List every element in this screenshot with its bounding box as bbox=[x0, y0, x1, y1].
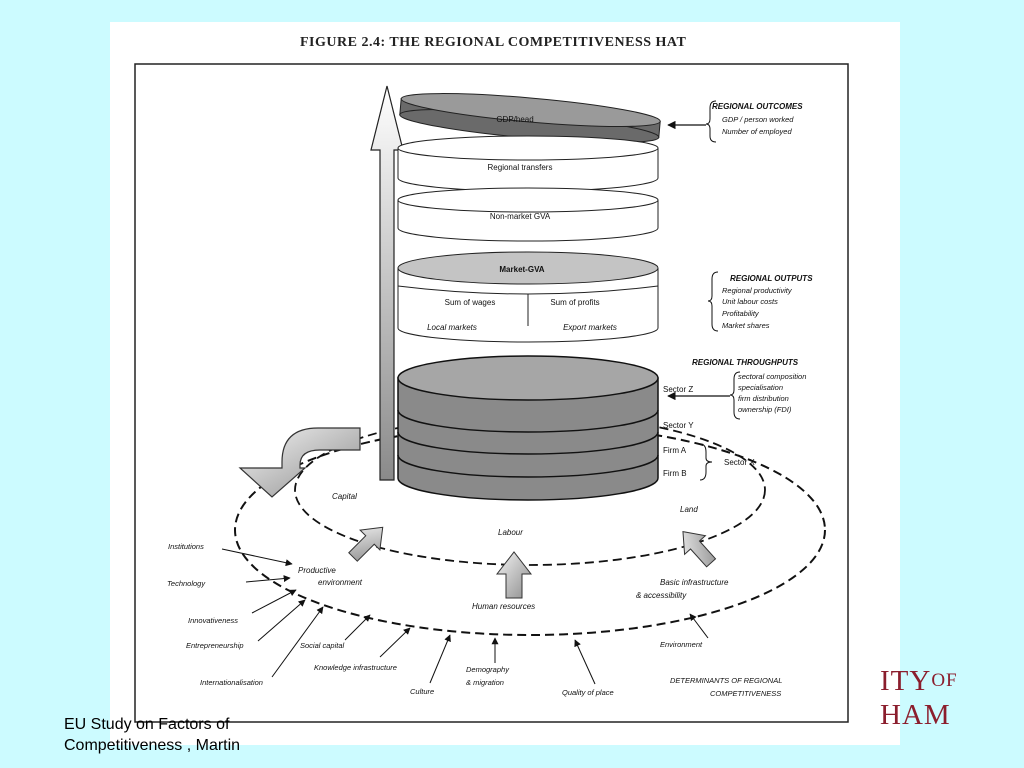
human-resources-label: Human resources bbox=[472, 602, 535, 611]
land-arrow bbox=[682, 531, 717, 568]
entrepreneurship-label: Entrepreneurship bbox=[186, 641, 244, 650]
footer-line-1: DETERMINANTS OF REGIONAL bbox=[670, 676, 782, 685]
export-markets-label: Export markets bbox=[563, 323, 617, 332]
outputs-item-2: Unit labour costs bbox=[722, 297, 778, 306]
labour-label: Labour bbox=[498, 528, 523, 537]
labour-arrow bbox=[495, 551, 533, 599]
caption-line-2: Competitiveness , Martin bbox=[64, 737, 241, 754]
productive-label-1: Productive bbox=[298, 566, 336, 575]
market-disc bbox=[397, 251, 659, 343]
figure-frame bbox=[134, 63, 849, 723]
throughputs-heading: REGIONAL THROUGHPUTS bbox=[692, 358, 799, 367]
productive-label-2: environment bbox=[318, 578, 363, 587]
outcomes-item-1: GDP / person worked bbox=[722, 115, 794, 124]
capital-label: Capital bbox=[332, 492, 357, 501]
local-markets-label: Local markets bbox=[427, 323, 477, 332]
logo-line-1-sup: OF bbox=[931, 670, 958, 691]
transfers-label: Regional transfers bbox=[488, 163, 553, 172]
land-label: Land bbox=[680, 505, 698, 514]
infrastructure-label-1: Basic infrastructure bbox=[660, 578, 729, 587]
culture-label: Culture bbox=[410, 687, 434, 696]
capital-arrow bbox=[348, 526, 384, 562]
sector-x-label: Sector X bbox=[724, 458, 755, 467]
profits-label: Sum of profits bbox=[550, 298, 599, 307]
institutions-label: Institutions bbox=[168, 542, 204, 551]
gdp-label: GDP/head bbox=[496, 115, 533, 124]
technology-label: Technology bbox=[167, 579, 206, 588]
outputs-item-4: Market shares bbox=[722, 321, 770, 330]
innovativeness-label: Innovativeness bbox=[188, 616, 238, 625]
sector-y-label: Sector Y bbox=[663, 421, 694, 430]
sector-x-brace bbox=[699, 443, 713, 481]
transfers-disc bbox=[397, 135, 659, 192]
outcomes-item-2: Number of employed bbox=[722, 127, 792, 136]
environment-label: Environment bbox=[660, 640, 703, 649]
sector-stack bbox=[397, 355, 659, 501]
infrastructure-label-2: & accessibility bbox=[636, 591, 687, 600]
throughputs-item-2: specialisation bbox=[738, 383, 783, 392]
internationalisation-label: Internationalisation bbox=[200, 678, 263, 687]
outputs-item-1: Regional productivity bbox=[722, 286, 793, 295]
throughputs-item-1: sectoral composition bbox=[738, 372, 806, 381]
inner-ring bbox=[294, 414, 766, 566]
outputs-heading: REGIONAL OUTPUTS bbox=[730, 274, 813, 283]
determinant-arrows bbox=[221, 548, 709, 685]
market-gva-label: Market-GVA bbox=[499, 265, 544, 274]
upward-arrow bbox=[370, 85, 404, 481]
non-market-disc bbox=[397, 187, 659, 242]
firm-a-label: Firm A bbox=[663, 446, 687, 455]
quality-label: Quality of place bbox=[562, 688, 614, 697]
throughputs-brace bbox=[729, 371, 741, 420]
outputs-item-3: Profitability bbox=[722, 309, 760, 318]
knowledge-label: Knowledge infrastructure bbox=[314, 663, 397, 672]
outcomes-heading: REGIONAL OUTCOMES bbox=[712, 102, 803, 111]
logo-line-1: ITY bbox=[880, 665, 932, 697]
throughputs-item-4: ownership (FDI) bbox=[738, 405, 792, 414]
demography-label-2: & migration bbox=[466, 678, 504, 687]
source-caption: EU Study on Factors of Competitiveness ,… bbox=[64, 714, 240, 756]
outcomes-brace bbox=[705, 100, 717, 143]
firm-b-label: Firm B bbox=[663, 469, 687, 478]
demography-label-1: Demography bbox=[466, 665, 510, 674]
wages-label: Sum of wages bbox=[445, 298, 496, 307]
outputs-brace bbox=[707, 271, 719, 332]
university-logo: ITYOF HAM bbox=[880, 664, 958, 732]
non-market-label: Non-market GVA bbox=[490, 212, 551, 221]
throughputs-item-3: firm distribution bbox=[738, 394, 789, 403]
footer-line-2: COMPETITIVENESS bbox=[710, 689, 781, 698]
logo-line-2: HAM bbox=[880, 699, 951, 731]
social-capital-label: Social capital bbox=[300, 641, 345, 650]
figure-title: FIGURE 2.4: THE REGIONAL COMPETITIVENESS… bbox=[300, 35, 687, 50]
feedback-arrow bbox=[238, 427, 361, 498]
sector-z-label: Sector Z bbox=[663, 385, 693, 394]
caption-line-1: EU Study on Factors of bbox=[64, 716, 230, 733]
